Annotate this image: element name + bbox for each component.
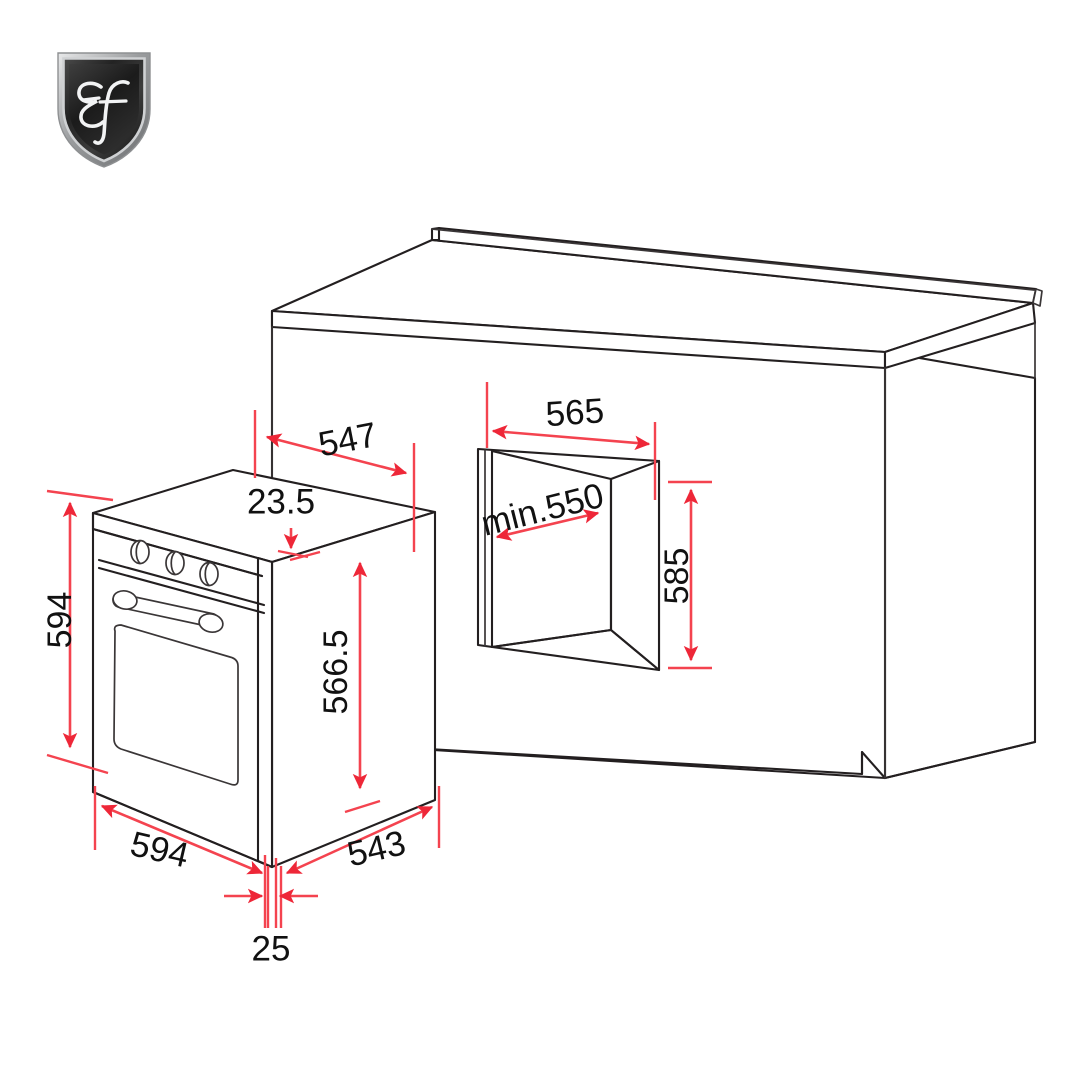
backsplash-right-cap: [1032, 288, 1043, 307]
dim-label-oven-door-thickness: 25: [252, 929, 291, 968]
oven-control-panel-divider-1: [97, 558, 266, 607]
brand-logo: [52, 47, 156, 171]
shield-inner-panel: [69, 64, 139, 155]
ext-line-oven-height-top: [46, 489, 114, 502]
dim-label-oven-trim-offset: 23.5: [247, 482, 315, 521]
dimension-niche-width: 565: [485, 382, 657, 500]
knob-3-indicator: [204, 562, 210, 587]
knob-2[interactable]: [165, 550, 185, 576]
dimension-oven-height: 594: [41, 489, 114, 775]
dim-line-oven-depth: [285, 805, 434, 875]
ef-monogram: [77, 80, 130, 145]
dim-label-niche-height: 585: [658, 548, 696, 605]
ef-shield-logo-icon: [57, 52, 151, 168]
backsplash-left-cap: [430, 226, 441, 242]
oven-control-panel-divider-2: [97, 566, 266, 615]
backsplash-top-back-line: [431, 228, 1035, 291]
ext-line-side-height-top: [289, 550, 321, 562]
cabinet-right-side-panel: [883, 350, 1037, 780]
knob-3[interactable]: [199, 561, 219, 587]
dim-label-oven-side-height: 566.5: [317, 629, 355, 714]
dim-line-oven-top-depth: [265, 433, 408, 477]
dim-line-niche-width: [491, 424, 651, 451]
dim-label-oven-width: 594: [127, 824, 193, 875]
dimension-oven-side-height: 566.5: [289, 550, 381, 814]
cabinet-side-bottom-edge: [883, 740, 1037, 780]
knob-2-indicator: [170, 551, 176, 576]
oven-knobs: [130, 539, 219, 587]
knob-1[interactable]: [130, 539, 150, 565]
cabinet-niche-opening: [476, 447, 661, 672]
dim-line-oven-width: [100, 804, 264, 875]
dimension-oven-trim-offset: 23.5: [247, 482, 315, 559]
handle-right-cap: [198, 612, 224, 634]
dim-line-niche-depth: [495, 509, 600, 541]
ext-line-oven-height-bottom: [46, 753, 109, 775]
oven-door-handle[interactable]: [111, 589, 224, 635]
dim-label-niche-width: 565: [544, 391, 605, 434]
oven: [91, 468, 437, 869]
knob-1-indicator: [135, 540, 141, 565]
dimension-niche-height: 585: [658, 480, 712, 670]
dim-label-oven-height: 594: [41, 592, 79, 649]
handle-left-cap: [112, 589, 138, 611]
oven-door-window: [113, 624, 239, 786]
dimension-oven-door-thickness: 25: [224, 855, 318, 968]
